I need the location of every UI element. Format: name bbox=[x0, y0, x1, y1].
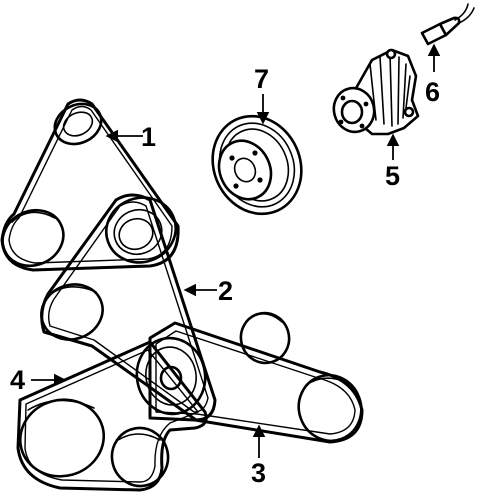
belt-drive-assembly bbox=[0, 98, 364, 492]
callout-5-label: 5 bbox=[385, 161, 400, 191]
callout-3-label: 3 bbox=[251, 458, 266, 488]
belt-3 bbox=[148, 321, 364, 444]
belt-1 bbox=[0, 98, 180, 272]
callout-6: 6 bbox=[425, 43, 441, 107]
large-lower-left-pulley bbox=[18, 398, 106, 478]
callout-7: 7 bbox=[254, 64, 270, 125]
callout-1-label: 1 bbox=[141, 122, 156, 152]
callout-2-label: 2 bbox=[218, 276, 233, 306]
callout-3: 3 bbox=[251, 424, 266, 488]
temperature-sensor bbox=[420, 3, 475, 46]
belt-4 bbox=[16, 340, 208, 492]
callout-2: 2 bbox=[183, 276, 233, 306]
left-idler-pulley bbox=[1, 208, 65, 268]
water-pump bbox=[332, 48, 420, 136]
callout-6-label: 6 bbox=[425, 77, 440, 107]
callout-5: 5 bbox=[385, 133, 400, 191]
separate-pulley bbox=[211, 114, 303, 216]
callout-7-label: 7 bbox=[254, 64, 269, 94]
callout-4-label: 4 bbox=[10, 365, 25, 395]
callout-4: 4 bbox=[10, 365, 67, 395]
callout-1: 1 bbox=[105, 122, 156, 152]
mid-left-pulley bbox=[40, 283, 104, 341]
